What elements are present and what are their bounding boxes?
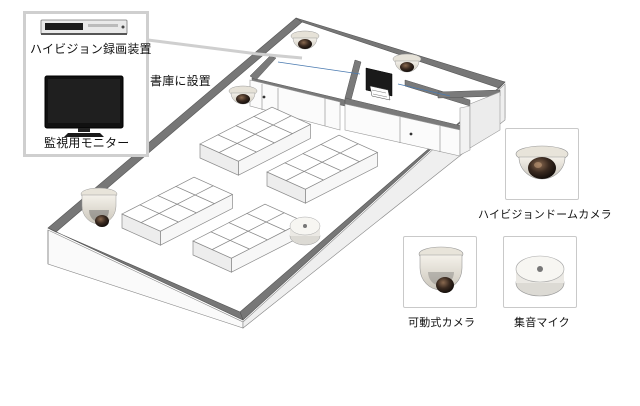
legend-card-ptz [403, 236, 477, 308]
ptz-camera-label: 可動式カメラ [408, 316, 476, 329]
recorder-label: ハイビジョン録画装置 [30, 42, 152, 56]
recorder-unit-in-storage [365, 67, 393, 101]
callout-label: 書庫に設置 [150, 74, 212, 88]
microphone-label: 集音マイク [514, 316, 570, 329]
dome-camera-label: ハイビジョンドームカメラ [478, 208, 612, 221]
monitor-label: 監視用モニター [44, 136, 130, 150]
desk-groups [121, 106, 379, 273]
desk-part [272, 115, 312, 134]
desk-part [339, 143, 379, 162]
legend-card-dome [505, 128, 579, 200]
desk-part [194, 185, 234, 204]
legend-card-mic [503, 236, 577, 308]
